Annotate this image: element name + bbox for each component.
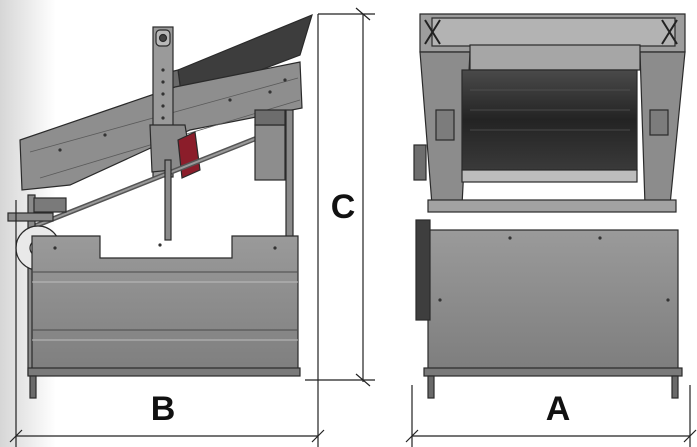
dimension-lines	[9, 7, 697, 447]
side-view	[7, 13, 313, 399]
front-cross-bar	[427, 199, 677, 213]
dimension-label-c: C	[331, 188, 356, 226]
front-view	[413, 13, 686, 399]
side-housing-rivets	[53, 243, 277, 250]
side-mast-holes	[161, 68, 165, 120]
front-gear-disc	[415, 219, 431, 321]
front-housing-rivets	[438, 236, 670, 302]
dimension-label-b: B	[151, 390, 176, 428]
front-conveyor-belt	[461, 69, 638, 171]
side-leg-middle	[164, 159, 172, 241]
side-beam-rivets	[58, 78, 287, 152]
dimension-label-a: A	[546, 390, 571, 428]
side-motor	[254, 124, 286, 181]
front-inner-plate	[469, 44, 641, 71]
front-lower-housing	[427, 229, 679, 371]
